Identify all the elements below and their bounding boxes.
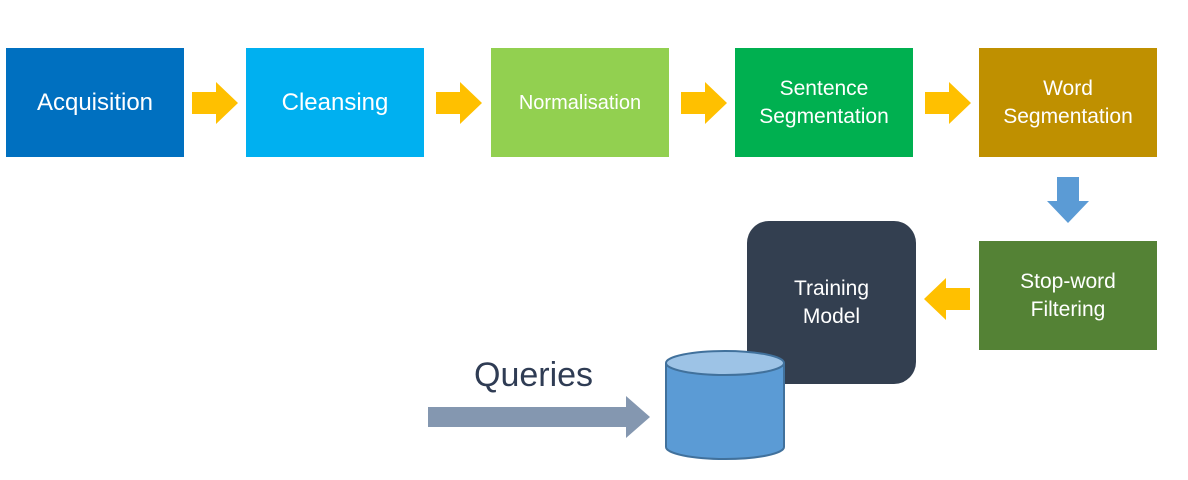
right-arrow-icon (192, 82, 238, 124)
step-label: Acquisition (36, 88, 154, 116)
step-sentence-segmentation: Sentence Segmentation (735, 48, 913, 157)
database-icon (665, 350, 785, 460)
right-arrow-icon (436, 82, 482, 124)
step-normalisation: Normalisation (491, 48, 669, 157)
step-word-segmentation: Word Segmentation (979, 48, 1157, 157)
step-cleansing: Cleansing (246, 48, 424, 157)
down-arrow-icon (1047, 177, 1089, 223)
right-arrow-icon (681, 82, 727, 124)
queries-arrow-icon (428, 396, 650, 438)
queries-label: Queries (474, 356, 594, 394)
right-arrow-icon (925, 82, 971, 124)
step-label: Cleansing (281, 88, 389, 116)
step-label: Sentence Segmentation (759, 77, 889, 128)
step-label: Word Segmentation (1003, 77, 1133, 128)
step-acquisition: Acquisition (6, 48, 184, 157)
step-label: Normalisation (518, 91, 642, 114)
training-model-label: Training Model (793, 277, 870, 328)
step-label: Stop-word Filtering (1020, 270, 1116, 321)
step-stop-word-filtering: Stop-word Filtering (979, 241, 1157, 350)
left-arrow-icon (924, 278, 970, 320)
